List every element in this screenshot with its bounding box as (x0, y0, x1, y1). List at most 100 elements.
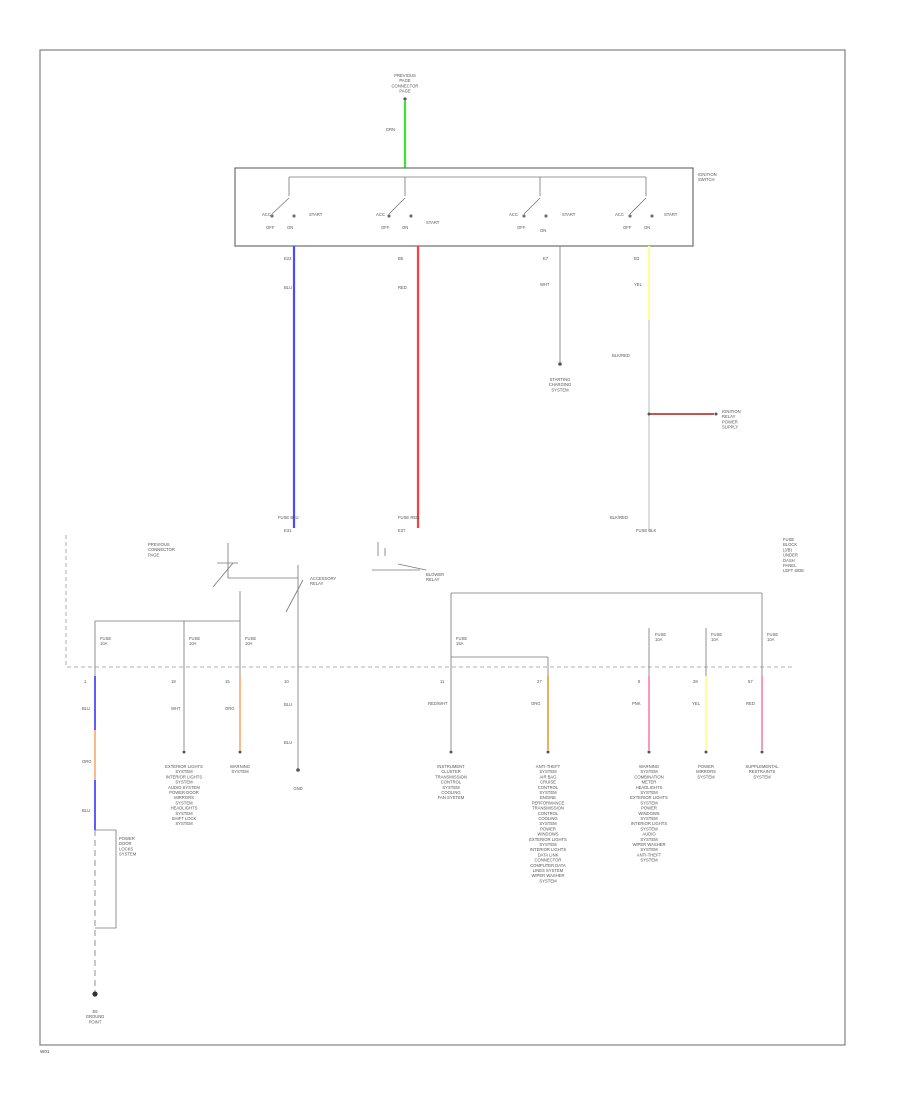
pin-red-top: B5 (398, 256, 404, 261)
pin-red-bottom: E37 (398, 528, 406, 533)
sw4-acc-label: ACC (615, 212, 624, 217)
sw4-start-label: START (664, 212, 678, 217)
wire-label-grn: GRN (386, 127, 395, 132)
fuse-block-frame (65, 535, 792, 668)
wire-2-arrow (182, 750, 186, 754)
yel-split-b: BLK/RED (610, 515, 628, 520)
page-reference: W01 (40, 1049, 50, 1054)
yel-split-a: BLK/RED (612, 353, 630, 358)
sw2-off-label: OFF (381, 225, 390, 230)
sw3-start-label: START (562, 212, 576, 217)
sw1-start-label: START (309, 212, 323, 217)
b-pin-1: 1 (84, 679, 87, 684)
accessory-relay-contacts (212, 543, 304, 613)
b-pin-3: 15 (225, 679, 230, 684)
pin-e7: E7 (543, 256, 549, 261)
switch-contact-3 (522, 197, 548, 218)
w-red-2: RED (746, 701, 755, 706)
b-pin-2: 18 (171, 679, 176, 684)
wire-5-arrow (449, 750, 453, 754)
w-pnk: PNK (632, 701, 641, 706)
conn-blu-bottom: FUSE BLU (278, 515, 298, 520)
top-source-connector (403, 97, 407, 101)
w-blu-1: BLU (82, 706, 90, 711)
wire-label-wht: WHT (540, 282, 550, 287)
blower-relay-contacts (372, 542, 427, 571)
sw2-on-label: ON (402, 225, 408, 230)
sw1-off-label: OFF (266, 225, 275, 230)
wire-7-arrow (647, 750, 651, 754)
wire-3-arrow (238, 750, 242, 754)
pin-blu-top: E23 (284, 256, 292, 261)
w-redwht: RED/WHT (428, 701, 448, 706)
w-wht-1: WHT (171, 706, 181, 711)
relay-branch-node (647, 412, 651, 416)
gnd-label: GND (293, 786, 302, 791)
relay-branch-conn (714, 412, 718, 416)
b-pin-8: 28 (693, 679, 698, 684)
ignition-switch-box (234, 167, 694, 247)
conn-red-bottom: FUSE RED (398, 515, 419, 520)
w-org-2: ORG (225, 706, 235, 711)
w-blu-4: BLU (284, 740, 292, 745)
wire-8-arrow (704, 750, 708, 754)
outer-frame (39, 49, 846, 1046)
conn-yel-bottom: FUSE BLK (636, 528, 656, 533)
w-yel-2: YEL (692, 701, 701, 706)
wire-6-arrow (546, 750, 550, 754)
starting-arrow (558, 362, 562, 366)
w-org-3: ORG (531, 701, 541, 706)
w-blu-3: BLU (284, 702, 292, 707)
switch-contact-1 (270, 197, 296, 218)
ground-terminal (92, 991, 98, 997)
sw4-on-label: ON (644, 225, 650, 230)
sw1-on-label: ON (287, 225, 293, 230)
sw3-acc-label: ACC (509, 212, 518, 217)
sw3-on-label: ON (540, 228, 546, 233)
wire-label-blu: BLU (284, 285, 292, 290)
w-org: ORG (82, 759, 92, 764)
sw3-off-label: OFF (517, 225, 526, 230)
pin-b3: B3 (634, 256, 640, 261)
sw2-start-label: START (426, 220, 440, 225)
b-pin-4: 10 (284, 679, 289, 684)
switch-contact-4 (628, 197, 654, 218)
b-pin-7: 8 (638, 679, 641, 684)
switch-contact-2 (387, 197, 413, 218)
b-pin-9: 57 (748, 679, 753, 684)
b-pin-5: 11 (440, 679, 445, 684)
wire-label-yel: YEL (634, 282, 643, 287)
wire-9-arrow (760, 750, 764, 754)
w-blu-2: BLU (82, 808, 90, 813)
wire-label-red: RED (398, 285, 407, 290)
sw1-acc-label: ACC (262, 212, 271, 217)
sw2-acc-label: ACC (376, 212, 385, 217)
sw4-off-label: OFF (623, 225, 632, 230)
wire-4-connector (296, 768, 300, 772)
b-pin-6: 27 (537, 679, 542, 684)
